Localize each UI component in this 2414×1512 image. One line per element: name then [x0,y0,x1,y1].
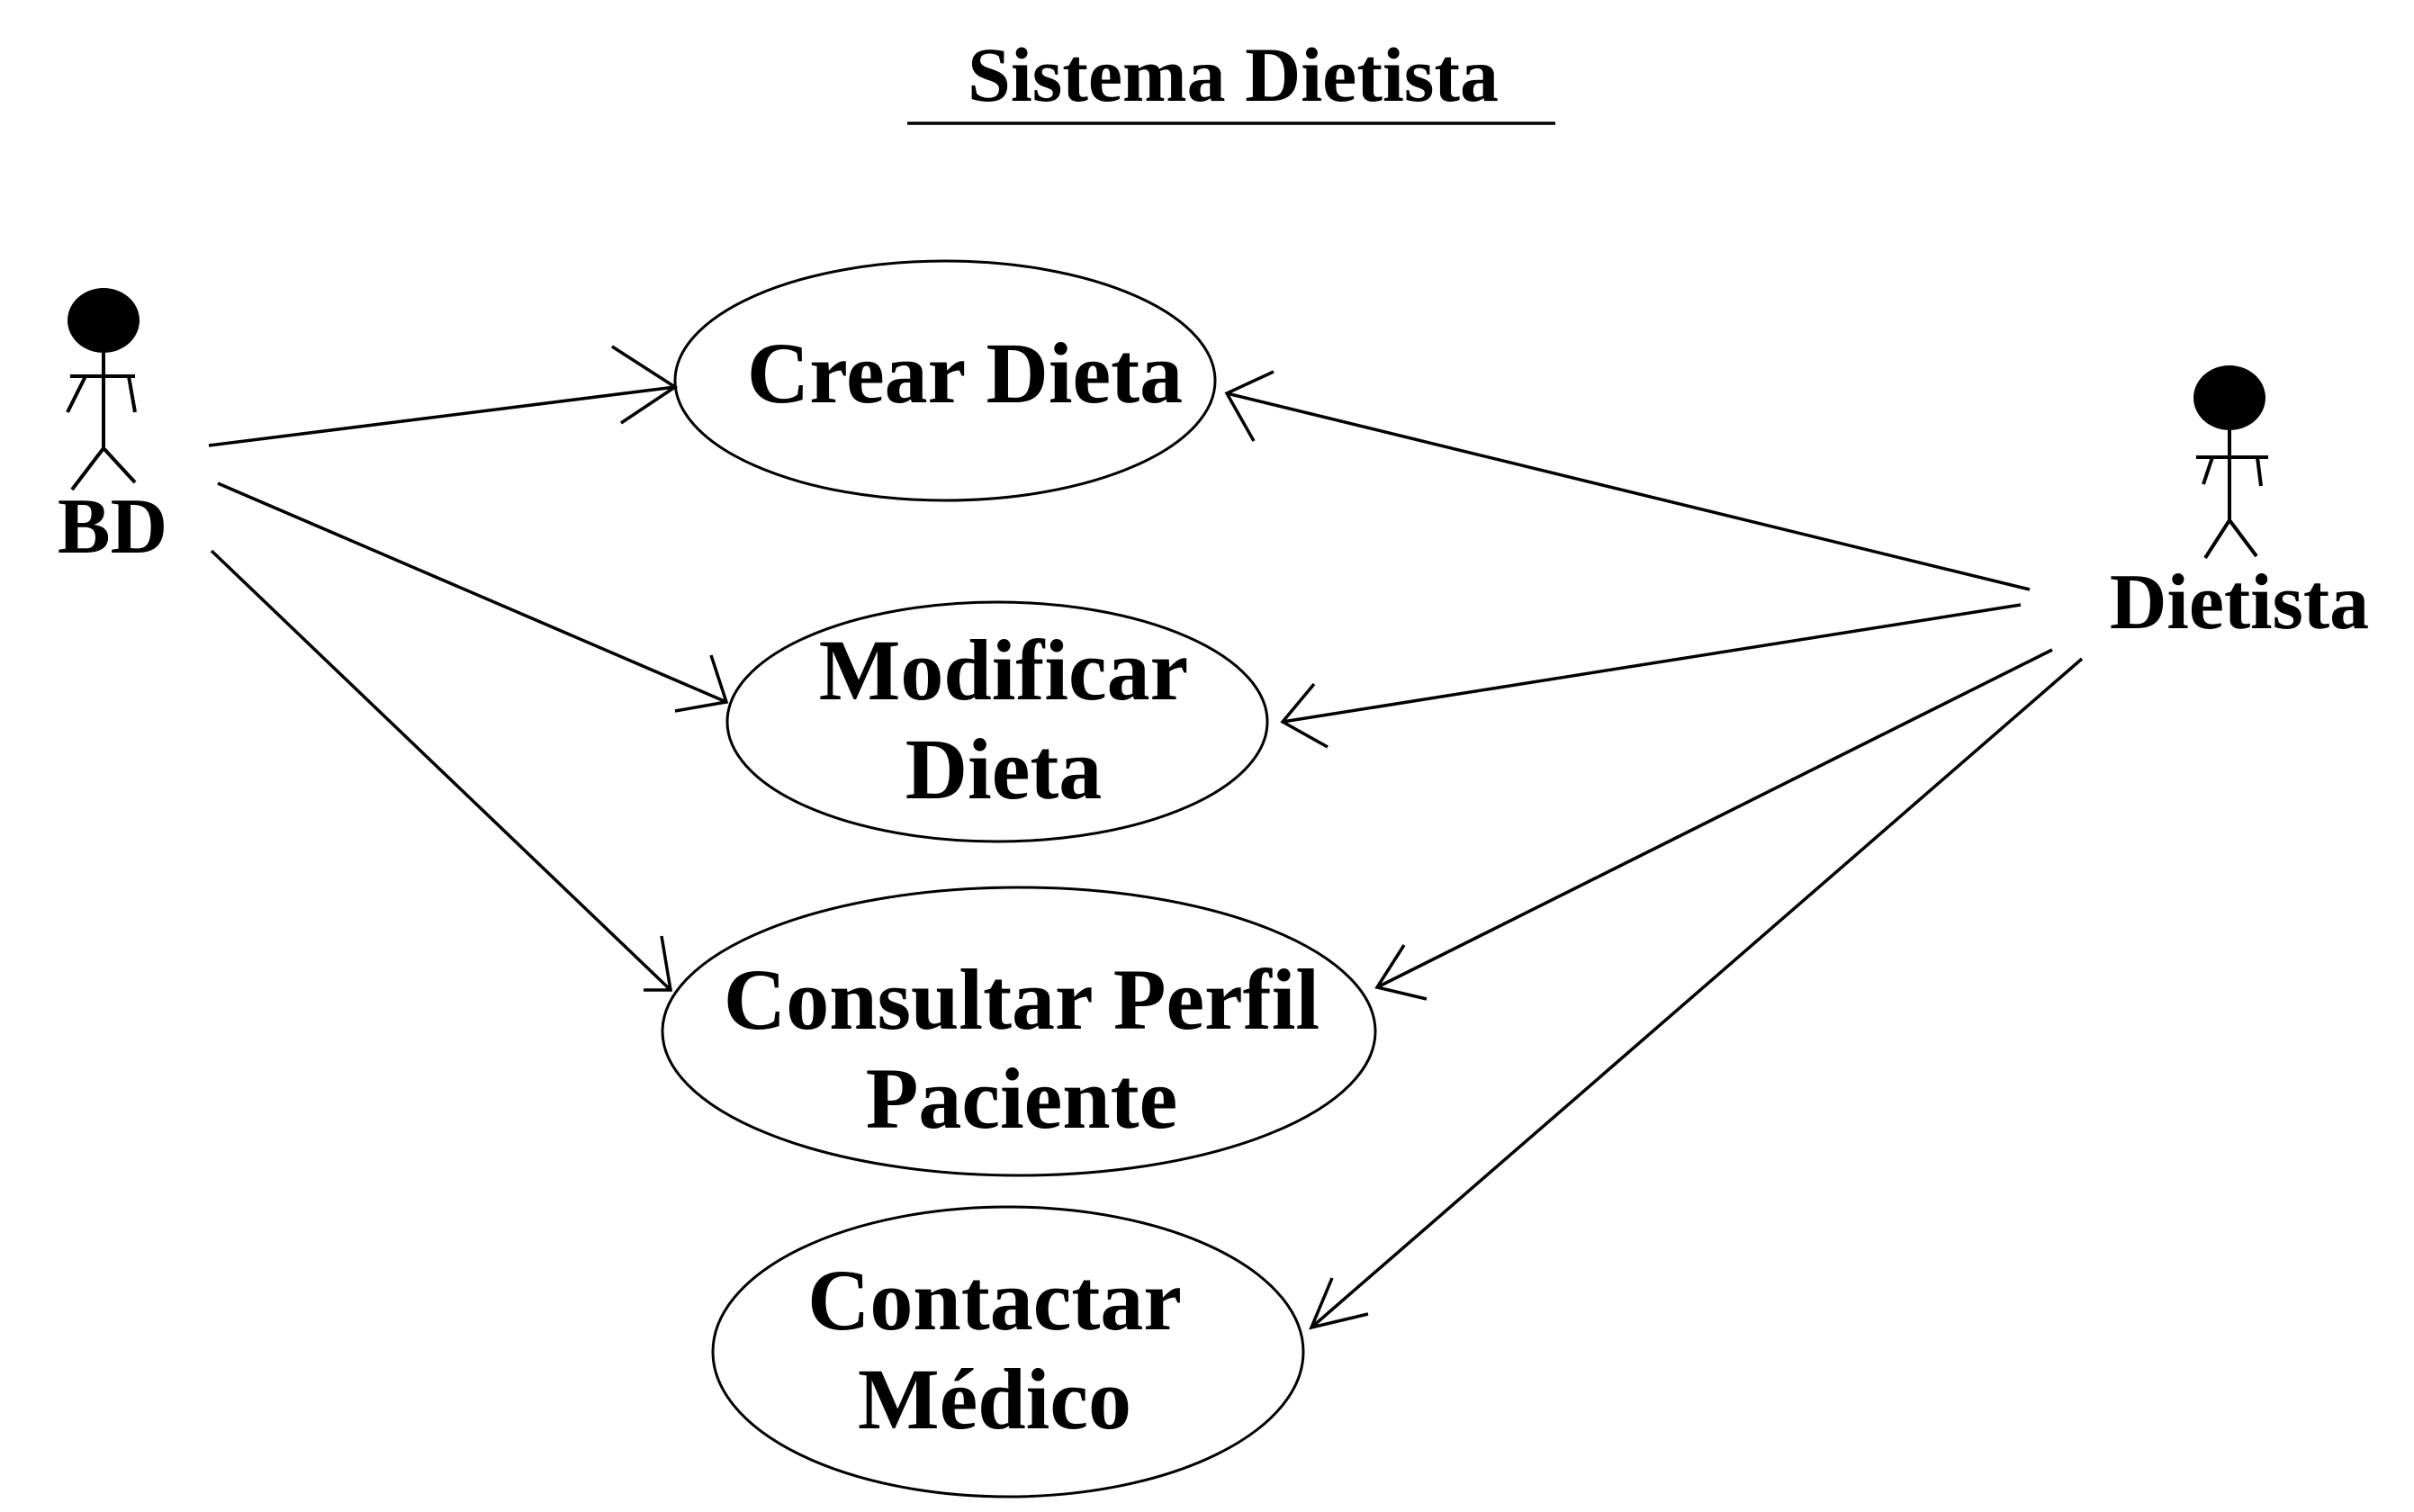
use-case-contactar-medico-ellipse [711,1205,1305,1498]
association-line [1282,603,2022,724]
use-case-contactar-medico-label-1: Contactar [807,1252,1182,1348]
arrowhead [611,345,679,425]
arrowhead [1374,944,1428,1001]
actor-bd-right-hand [127,375,137,413]
diagram-title: Sistema Dietista [968,32,1499,118]
association-bd-modificar-dieta [217,482,729,713]
use-case-crear-dieta[interactable]: Crear Dieta [673,259,1217,502]
use-case-crear-dieta-label: Crear Dieta [747,325,1183,421]
arrowhead [674,654,729,713]
association-line [1376,648,2053,989]
association-line [1226,392,2031,591]
actor-dietista-right-hand [2256,456,2263,487]
actor-dietista-right-leg [2228,518,2258,558]
actor-bd-left-leg [70,446,105,491]
association-line [1310,657,2084,1329]
actor-dietista-label: Dietista [2110,559,2369,646]
use-case-consultar-perfil-label-1: Consultar Perfil [724,951,1320,1048]
association-dietista-modificar-dieta [1280,603,2022,749]
actor-dietista-left-hand [2202,456,2214,485]
use-case-modificar-dieta-label-2: Dieta [905,721,1103,817]
use-case-contactar-medico[interactable]: Contactar Médico [711,1205,1305,1498]
actor-bd-left-hand [66,375,87,413]
association-line [208,385,676,447]
association-dietista-crear-dieta [1224,370,2031,591]
use-case-modificar-dieta-ellipse [725,600,1269,843]
use-case-consultar-perfil-ellipse [661,886,1377,1177]
arrowhead [1224,370,1275,442]
use-case-crear-dieta-ellipse [673,259,1217,502]
actor-bd-head [68,288,140,353]
use-case-modificar-dieta-label-1: Modificar [819,622,1189,718]
association-dietista-contactar-medico [1309,657,2084,1330]
association-line [217,482,727,704]
arrowhead [644,935,673,992]
actor-dietista-left-leg [2203,518,2231,560]
use-case-consultar-perfil-label-2: Paciente [866,1050,1178,1147]
association-dietista-consultar-perfil [1374,648,2053,1001]
association-bd-consultar-perfil [210,549,673,992]
use-case-consultar-perfil[interactable]: Consultar Perfil Paciente [661,886,1377,1177]
arrowhead [1309,1277,1369,1330]
actor-bd-right-leg [102,446,137,484]
actor-bd-label: BD [58,483,167,571]
use-case-contactar-medico-label-2: Médico [858,1351,1131,1447]
actor-dietista-head [2193,365,2265,430]
use-case-modificar-dieta[interactable]: Modificar Dieta [725,600,1269,843]
association-bd-crear-dieta [208,345,679,447]
actor-bd[interactable]: BD [58,288,167,571]
actor-dietista[interactable]: Dietista [2110,365,2369,646]
association-line [210,549,672,992]
arrowhead [1280,682,1329,749]
